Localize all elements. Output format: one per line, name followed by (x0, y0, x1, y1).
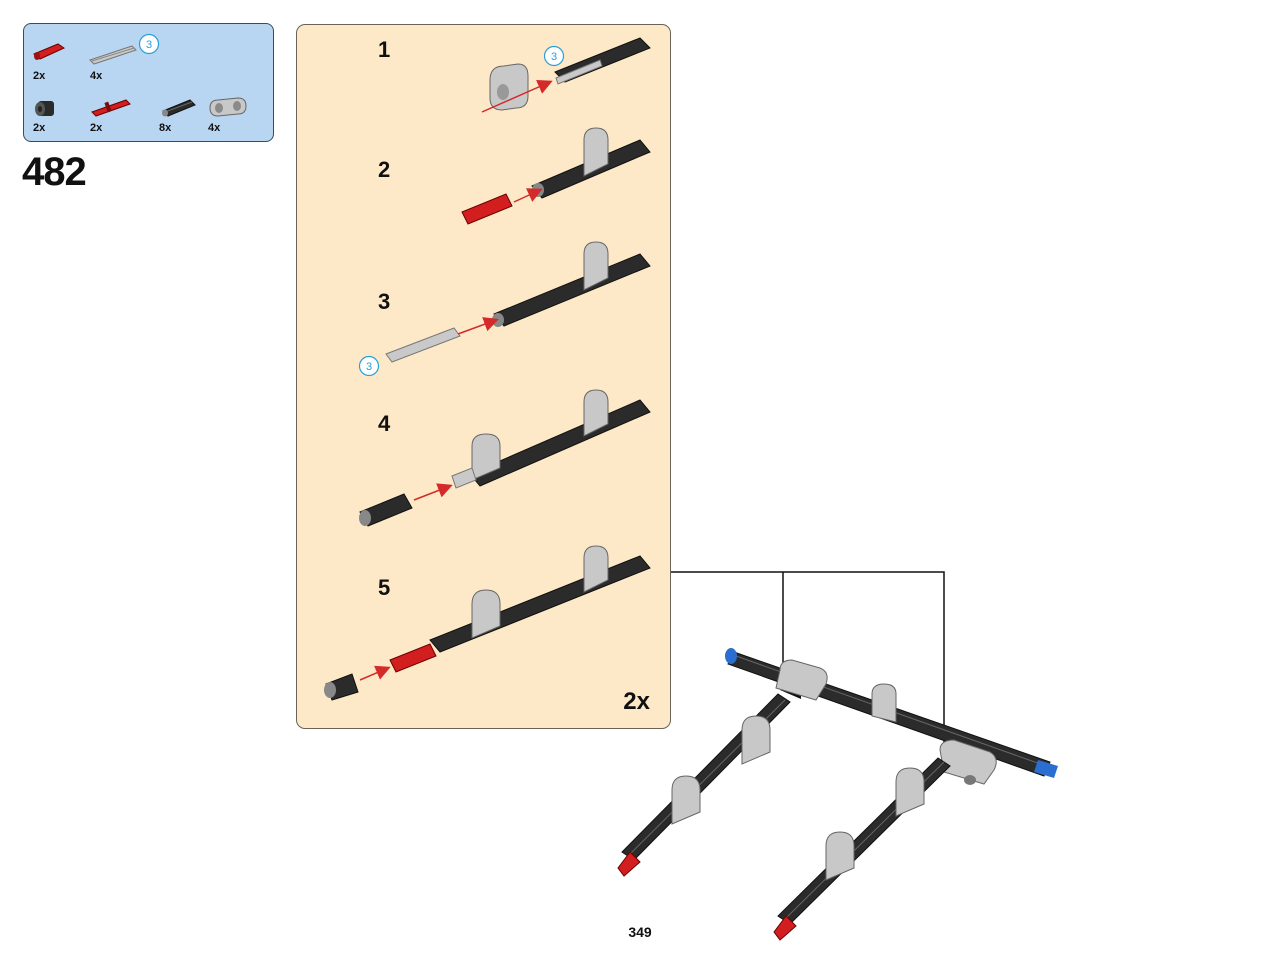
black-axle-connector-part-icon (162, 99, 196, 117)
callout-badge: 3 (138, 33, 160, 55)
part-qty: 2x (33, 70, 46, 82)
substep-2-illustration (461, 127, 651, 225)
substep-number: 5 (378, 575, 391, 600)
part-qty: 4x (208, 122, 221, 134)
substep-number: 2 (378, 157, 391, 182)
part-qty: 4x (90, 70, 103, 82)
substep-5-illustration (324, 545, 651, 701)
red-axle-pin-part-icon (91, 99, 131, 117)
substep-4-illustration (359, 389, 651, 527)
red-pin-part-icon (33, 43, 66, 60)
substep-3-illustration (385, 241, 651, 363)
page-number: 349 (628, 924, 652, 940)
part-qty: 8x (159, 122, 172, 134)
parts-list: 2x 3 4x 2x 2x 8x 4x (23, 23, 274, 142)
part-qty: 2x (33, 122, 46, 134)
callout-badge: 3 (366, 361, 372, 373)
substep-number: 4 (378, 411, 391, 436)
main-assembly (617, 648, 1058, 941)
grey-axle-part-icon (89, 45, 137, 65)
substep-1-illustration (481, 37, 651, 113)
step-number: 482 (22, 150, 87, 194)
part-qty: 2x (90, 122, 103, 134)
black-bush-part-icon (35, 101, 54, 116)
callout-badge: 3 (551, 51, 557, 63)
substep-number: 1 (378, 37, 391, 62)
multiplier-label: 2x (623, 688, 650, 715)
grey-connector-part-icon (209, 97, 247, 117)
svg-text:3: 3 (146, 39, 152, 51)
substep-number: 3 (378, 289, 391, 314)
